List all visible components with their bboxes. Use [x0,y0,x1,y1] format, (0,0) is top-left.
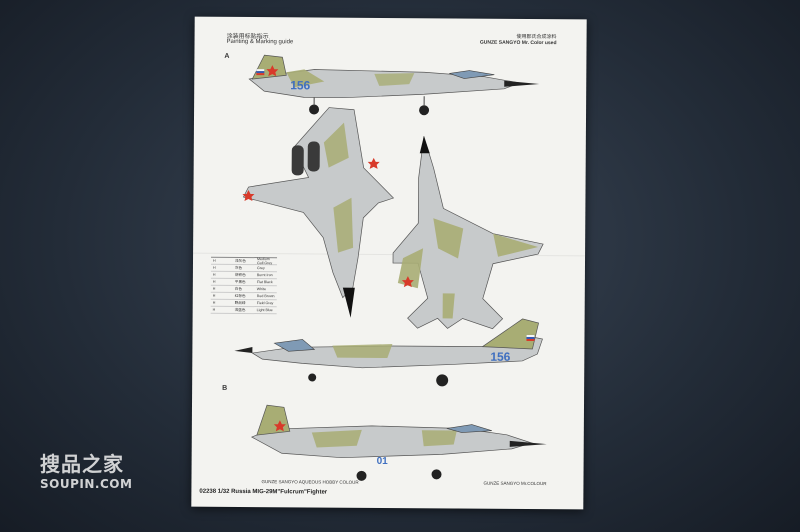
aircraft-top-view [242,107,395,318]
footer-aqueous-note: GUNZE SANGYO AQUEOUS HOBBY COLOUR [261,479,359,485]
aircraft-side-view-a-right: 156 [234,318,543,387]
footer-mrcolor-note: GUNZE SANGYO Mr.COLOUR [483,480,547,487]
aircraft-bottom-view [392,136,544,330]
watermark-en: SOUPIN.COM [40,477,133,491]
instruction-sheet: 涂装用标贴指示 Painting & Marking guide 使用郡氏合成涂… [191,16,587,510]
aircraft-illustrations: 156 [234,54,547,481]
footer-kit-title: 02238 1/32 Russia MIG-29M"Fulcrum"Fighte… [199,488,328,496]
tail-number-b: 01 [377,456,389,467]
aircraft-side-view-a: 156 [248,54,540,116]
watermark-cn: 搜品之家 [40,452,124,476]
aircraft-side-view-b: 01 [250,404,547,481]
site-watermark: 搜品之家 SOUPIN.COM [40,448,132,491]
tail-number-a-right: 156 [490,350,510,364]
tail-number-a: 156 [290,78,310,92]
